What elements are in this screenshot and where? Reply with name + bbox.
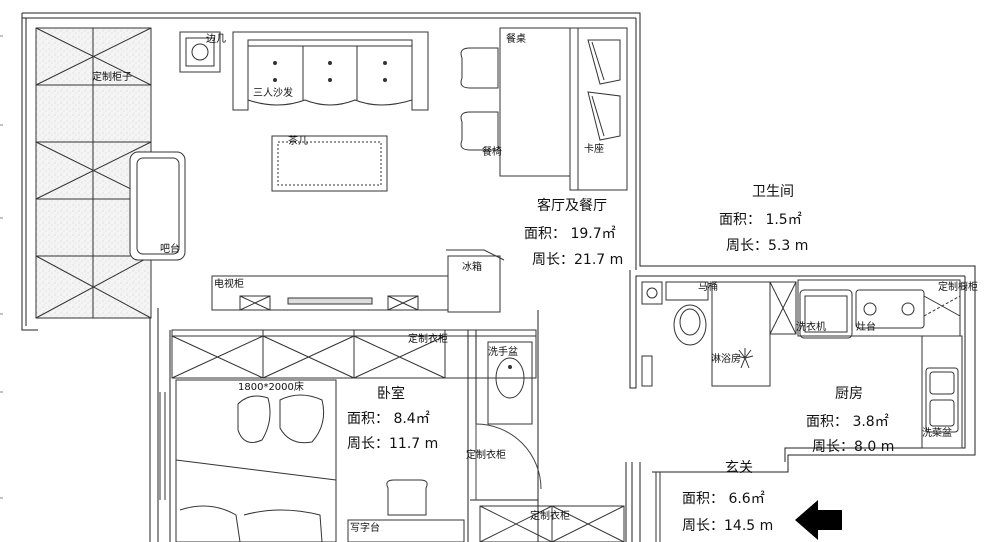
living-perimeter: 周长：21.7 m: [532, 252, 623, 268]
wardrobe-bottom-label: 定制衣柜: [530, 509, 570, 522]
sink-label: 洗菜盆: [922, 426, 952, 439]
living-area: 面积： 19.7㎡: [524, 226, 616, 242]
bar-counter: 吧台: [129, 151, 186, 261]
coffee-table-label: 茶几: [288, 134, 308, 147]
window-marks: [159, 392, 661, 542]
kitchen-fixtures: 定制橱柜 洗衣机 灶台 洗菜盆: [796, 279, 978, 449]
sofa-label: 三人沙发: [253, 86, 293, 99]
walls: [21, 12, 976, 542]
wardrobe-top-label: 定制衣柜: [408, 332, 448, 345]
margin-ticks: [0, 35, 3, 499]
bedroom-perimeter: 周长：11.7 m: [347, 436, 438, 452]
bed-label: 1800*2000床: [238, 380, 304, 393]
bed: 1800*2000床: [175, 379, 337, 542]
kitchen-name: 厨房: [835, 386, 863, 402]
room-living: 客厅及餐厅 面积： 19.7㎡ 周长：21.7 m: [524, 197, 623, 268]
kitchen-perimeter: 周长：8.0 m: [812, 439, 894, 455]
sofa: 三人沙发: [232, 31, 429, 111]
entry-area: 面积： 6.6㎡: [682, 491, 765, 507]
stove-label: 灶台: [856, 320, 876, 333]
kitchen-cabinet-label: 定制橱柜: [938, 280, 978, 293]
tv-cabinet: 电视柜: [211, 275, 449, 311]
entry-arrow: [795, 500, 842, 540]
coffee-table: 茶几: [271, 134, 388, 192]
wardrobe-bottom: 定制衣柜: [479, 505, 625, 542]
washer-label: 洗衣机: [796, 320, 826, 333]
bath-area: 面积： 1.5㎡: [719, 212, 802, 228]
desk-label: 写字台: [350, 521, 380, 534]
bedroom-name: 卧室: [377, 385, 405, 402]
room-bath: 卫生间 面积： 1.5㎡ 周长：5.3 m: [719, 184, 808, 254]
side-table: 边几: [179, 31, 226, 73]
wardrobe-top: 定制衣柜: [171, 329, 537, 379]
bar-label: 吧台: [160, 242, 180, 255]
fridge-label: 冰箱: [462, 260, 482, 273]
living-name: 客厅及餐厅: [537, 197, 607, 214]
toilet-label: 马桶: [698, 280, 718, 293]
cabinet-top-label: 定制柜子: [92, 70, 132, 83]
bath-perimeter: 周长：5.3 m: [726, 238, 808, 254]
bath-name: 卫生间: [752, 184, 794, 200]
side-table-label: 边几: [206, 33, 226, 45]
bathroom-fixtures: 马桶 淋浴房: [641, 280, 797, 387]
dining-table-label: 餐桌: [506, 32, 526, 45]
shower-label: 淋浴房: [711, 352, 741, 365]
fridge: 冰箱: [446, 249, 505, 313]
wardrobe-side-label: 定制衣柜: [466, 448, 506, 461]
entry-name: 玄关: [725, 459, 753, 476]
booth-label: 卡座: [584, 142, 604, 155]
room-entry: 玄关 面积： 6.6㎡ 周长：14.5 m: [682, 459, 773, 534]
dining-area: 餐桌 卡座 餐椅: [460, 27, 628, 191]
room-kitchen: 厨房 面积： 3.8㎡ 周长：8.0 m: [806, 386, 894, 455]
bedroom-area: 面积： 8.4㎡: [347, 411, 430, 427]
wash-basin: 洗手盆: [487, 341, 533, 425]
entry-perimeter: 周长：14.5 m: [682, 518, 773, 534]
desk: 写字台: [347, 479, 465, 542]
room-bedroom: 卧室 面积： 8.4㎡ 周长：11.7 m: [347, 385, 438, 452]
dining-chair-label: 餐椅: [482, 145, 502, 158]
kitchen-area: 面积： 3.8㎡: [806, 414, 889, 430]
wash-basin-label: 洗手盆: [488, 345, 518, 358]
tv-cabinet-label: 电视柜: [214, 277, 244, 290]
